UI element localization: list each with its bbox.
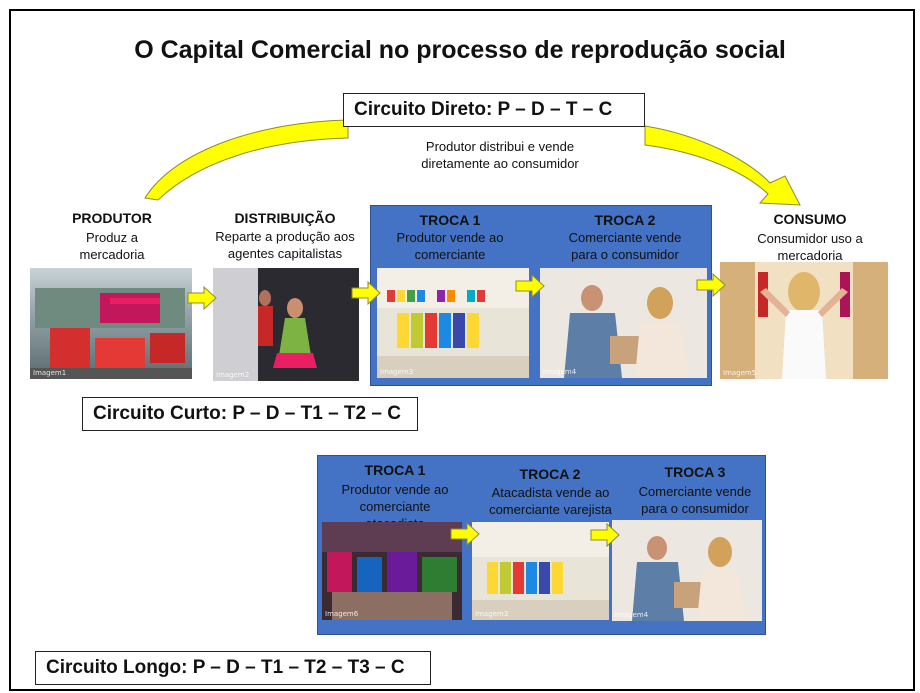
- stage-consumo-desc2: mercadoria: [777, 248, 843, 263]
- image-factory: Imagem1: [30, 268, 192, 379]
- stage-troca2-title: TROCA 2: [594, 212, 656, 228]
- long-troca1-title: TROCA 1: [364, 462, 426, 478]
- image-wardrobe: Imagem5: [720, 262, 888, 379]
- image-caption: Imagem6: [325, 610, 359, 618]
- image-fashion-show: Imagem2: [213, 268, 359, 381]
- short-circuit-label: Circuito Curto: P – D – T1 – T2 – C: [82, 397, 418, 431]
- stage-troca2-desc1: Comerciante vende: [568, 230, 682, 245]
- stage-troca2-desc2: para o consumidor: [571, 247, 679, 262]
- long-troca2-desc1: Atacadista vende ao: [491, 485, 610, 500]
- long-troca3-title: TROCA 3: [664, 464, 726, 480]
- image-clothing-store-2: Imagem3: [472, 522, 609, 620]
- image-cashier: Imagem4: [540, 268, 707, 378]
- image-clothing-store: Imagem3: [377, 268, 529, 378]
- image-caption: Imagem4: [543, 368, 577, 376]
- image-caption: Imagem1: [33, 369, 67, 377]
- stage-produtor-desc1: Produz a: [85, 230, 139, 245]
- long-troca1-desc1: Produtor vende ao: [341, 482, 449, 497]
- image-caption: Imagem3: [475, 610, 509, 618]
- long-troca3-desc1: Comerciante vende: [638, 484, 752, 499]
- page-title: O Capital Comercial no processo de repro…: [134, 36, 786, 64]
- stage-distribuicao-desc1: Reparte a produção aos: [215, 229, 355, 244]
- image-caption: Imagem5: [723, 369, 757, 377]
- stage-troca1-desc1: Produtor vende ao: [396, 230, 504, 245]
- image-caption: Imagem4: [615, 611, 649, 619]
- stage-troca1-desc2: comerciante: [414, 247, 486, 262]
- image-caption: Imagem3: [380, 368, 414, 376]
- stage-distribuicao-title: DISTRIBUIÇÃO: [234, 210, 336, 226]
- stage-distribuicao-desc2: agentes capitalistas: [227, 246, 343, 261]
- direct-note-line1: Produtor distribui e vende: [425, 139, 575, 154]
- image-wholesale-store: Imagem6: [322, 522, 462, 620]
- stage-produtor-desc2: mercadoria: [79, 247, 145, 262]
- stage-consumo-title: CONSUMO: [773, 211, 847, 227]
- long-troca1-desc2: comerciante: [359, 499, 431, 514]
- stage-troca1-title: TROCA 1: [419, 212, 481, 228]
- direct-circuit-label: Circuito Direto: P – D – T – C: [343, 93, 645, 127]
- stage-consumo-desc1: Consumidor uso a: [757, 231, 863, 246]
- image-cashier-2: Imagem4: [612, 520, 762, 621]
- stage-produtor-title: PRODUTOR: [72, 210, 152, 226]
- long-troca3-desc2: para o consumidor: [641, 501, 749, 516]
- long-troca2-title: TROCA 2: [519, 466, 581, 482]
- image-caption: Imagem2: [216, 371, 250, 379]
- direct-note-line2: diretamente ao consumidor: [421, 156, 579, 171]
- long-troca2-desc2: comerciante varejista: [489, 502, 612, 517]
- long-circuit-label: Circuito Longo: P – D – T1 – T2 – T3 – C: [35, 651, 431, 685]
